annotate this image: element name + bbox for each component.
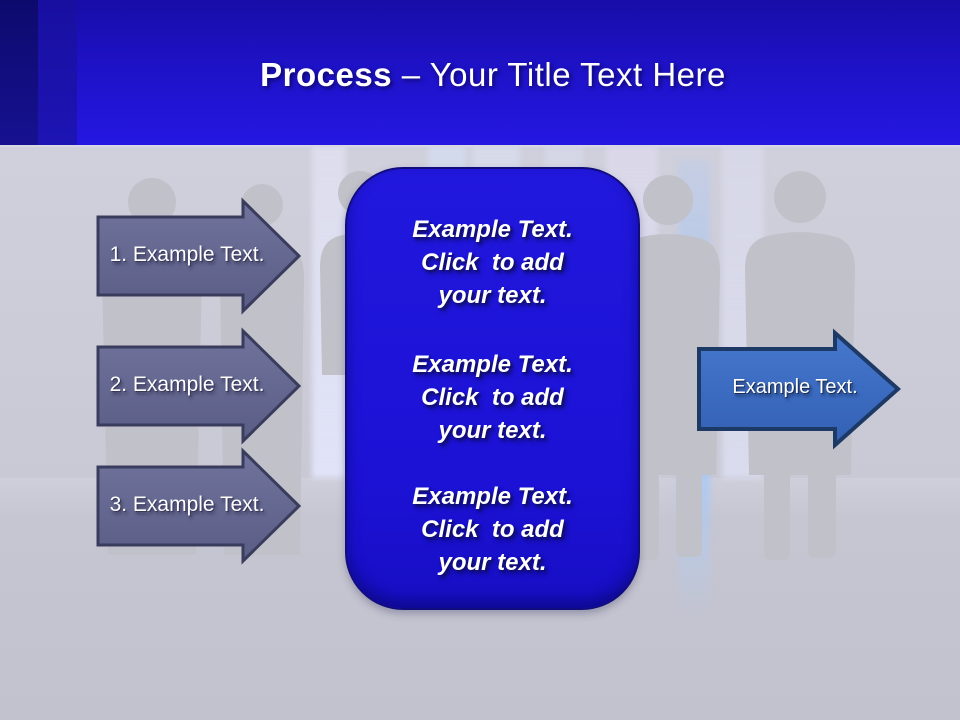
slide-title-keyword: Process xyxy=(260,55,393,93)
step-arrow-shape xyxy=(96,327,302,445)
output-arrow-shape xyxy=(697,328,902,450)
output-arrow-label: Example Text. xyxy=(732,375,858,398)
header-accent-band-medium xyxy=(38,0,77,145)
slide-title[interactable]: Process – Your Title Text Here xyxy=(234,52,726,94)
header-accent-band-dark xyxy=(0,0,38,145)
output-arrow[interactable]: Example Text. xyxy=(697,328,902,450)
title-bar: Process – Your Title Text Here xyxy=(0,0,960,147)
step-1-label: 1. Example Text. xyxy=(109,243,265,266)
step-2-arrow[interactable]: 2. Example Text. xyxy=(96,327,302,445)
step-2-label: 2. Example Text. xyxy=(109,373,265,396)
step-3-arrow[interactable]: 3. Example Text. xyxy=(96,447,302,565)
slide-title-rest: – Your Title Text Here xyxy=(392,55,726,93)
step-arrow-shape xyxy=(96,447,302,565)
step-3-label: 3. Example Text. xyxy=(109,493,265,516)
step-arrow-shape xyxy=(96,197,302,315)
step-1-arrow[interactable]: 1. Example Text. xyxy=(96,197,302,315)
